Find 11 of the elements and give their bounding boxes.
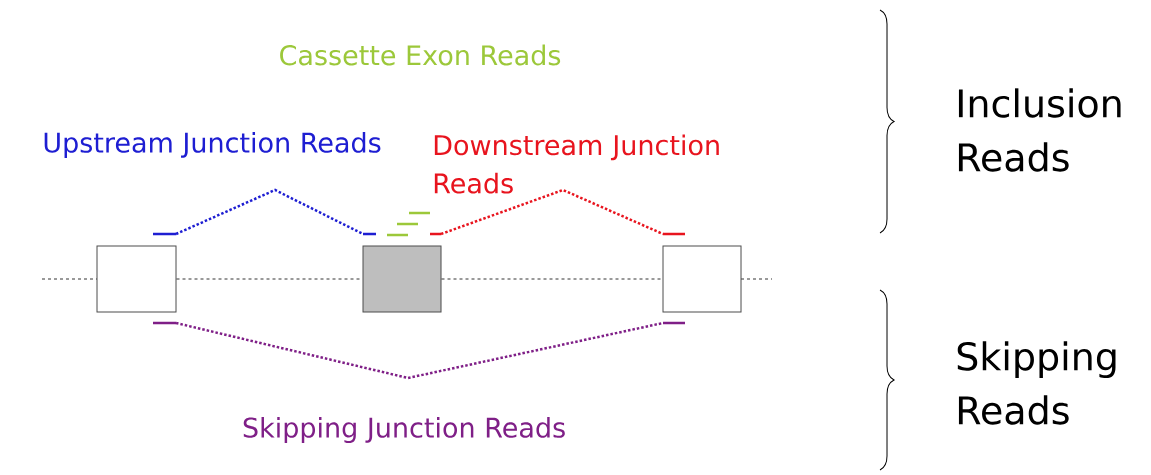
label-text: Skipping Junction Reads bbox=[243, 416, 565, 444]
side-label: Inclusion Reads bbox=[958, 88, 1121, 172]
exon-box bbox=[96, 245, 177, 313]
exon-box bbox=[362, 245, 442, 313]
intron-line bbox=[441, 278, 663, 280]
exon-box bbox=[662, 245, 742, 313]
intron-line bbox=[176, 278, 363, 280]
label-text: Downstream Junction Reads bbox=[434, 134, 719, 194]
side-label: Skipping Reads bbox=[957, 341, 1116, 425]
label-text: Upstream Junction Reads bbox=[44, 131, 381, 159]
label-text: Cassette Exon Reads bbox=[280, 44, 561, 66]
